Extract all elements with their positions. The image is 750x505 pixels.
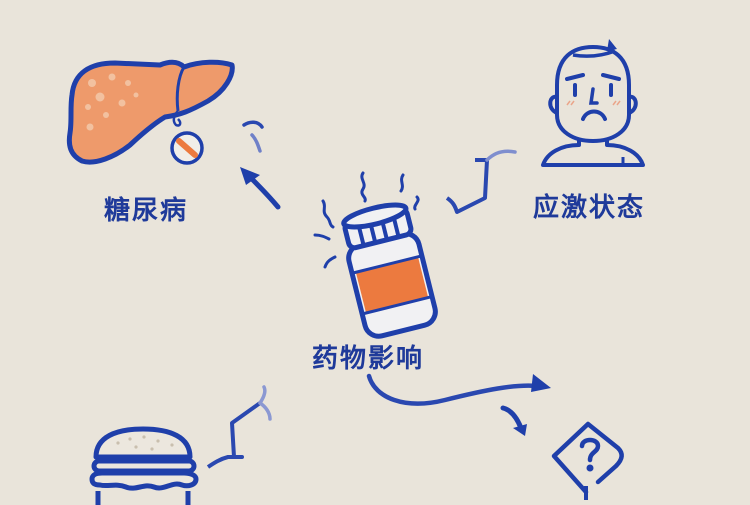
liver-icon bbox=[66, 59, 235, 165]
curved-arrow-icon bbox=[240, 120, 281, 210]
burger-icon bbox=[89, 426, 199, 505]
pill-bottle-icon bbox=[313, 171, 438, 339]
worried-face-icon bbox=[541, 39, 645, 167]
label-diabetes: 糖尿病 bbox=[104, 196, 189, 226]
no-sign-icon bbox=[170, 131, 204, 165]
wavy-arrow-icon bbox=[366, 373, 551, 436]
zigzag-line-icon bbox=[206, 385, 272, 469]
question-sign-icon bbox=[551, 421, 624, 500]
label-stress: 应激状态 bbox=[533, 193, 646, 223]
label-medication: 药物影响 bbox=[312, 344, 425, 374]
zigzag-line-icon bbox=[445, 149, 517, 214]
